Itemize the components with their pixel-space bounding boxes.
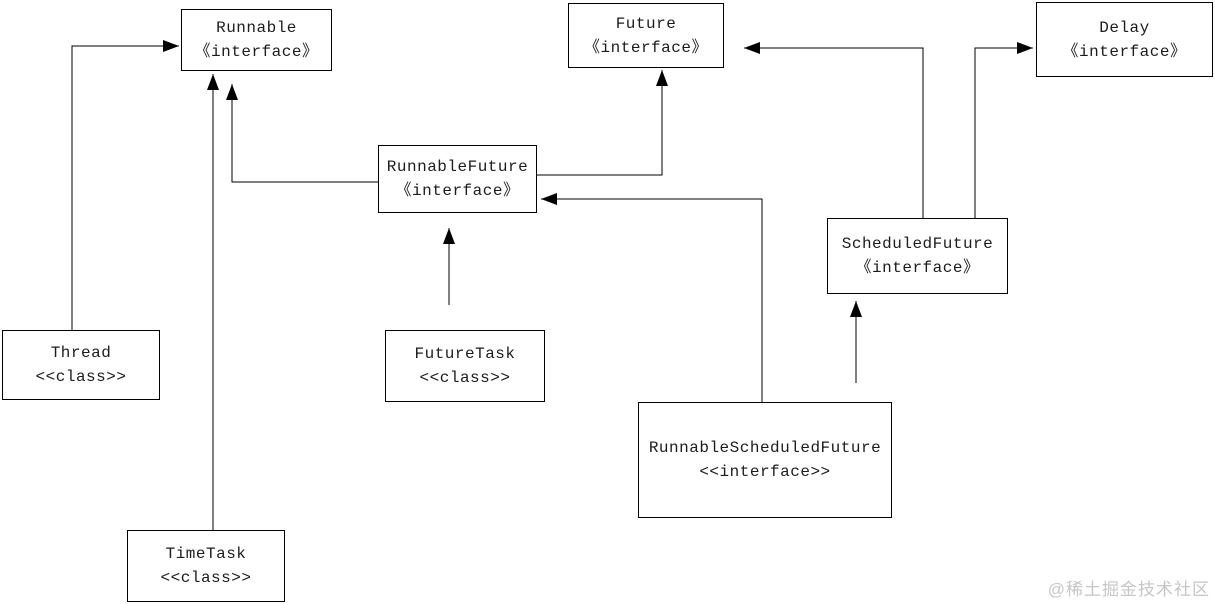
node-thread-stereotype: <<class>> [35,368,127,386]
node-runnable-scheduled-future-stereotype: <<interface>> [699,463,831,481]
node-runnable: Runnable 《interface》 [181,9,332,71]
node-runnable-name: Runnable [216,19,297,37]
node-time-task-name: TimeTask [165,545,247,563]
node-future: Future 《interface》 [568,3,724,68]
watermark: @稀土掘金技术社区 [1047,580,1210,599]
node-runnable-future-name: RunnableFuture [386,158,529,176]
node-future-task-stereotype: <<class>> [419,369,511,387]
node-runnable-scheduled-future: RunnableScheduledFuture <<interface>> [638,402,892,518]
edge-runnablefuture-to-future [536,70,668,176]
edge-scheduledfuture-to-future [744,42,924,218]
edge-scheduledfuture-to-delay [974,42,1033,218]
node-scheduled-future-stereotype: 《interface》 [855,259,980,277]
node-runnable-future: RunnableFuture 《interface》 [378,145,537,213]
node-future-name: Future [615,14,677,33]
node-time-task-stereotype: <<class>> [160,569,252,587]
edge-rsf-to-runnablefuture [541,193,763,402]
edge-thread-to-runnable [71,40,179,330]
node-runnable-stereotype: 《interface》 [194,43,319,61]
node-time-task: TimeTask <<class>> [127,530,285,602]
node-delay-stereotype: 《interface》 [1062,42,1187,61]
node-future-task: FutureTask <<class>> [385,330,545,402]
node-delay-name: Delay [1099,18,1150,37]
node-thread: Thread <<class>> [2,330,160,400]
node-scheduled-future-name: ScheduledFuture [841,235,994,253]
node-delay: Delay 《interface》 [1036,2,1213,77]
node-future-task-name: FutureTask [414,345,516,363]
node-thread-name: Thread [50,344,112,362]
edge-runnablefuture-to-runnable [226,84,378,183]
node-future-stereotype: 《interface》 [584,38,708,57]
node-runnable-future-stereotype: 《interface》 [395,182,520,200]
node-runnable-scheduled-future-name: RunnableScheduledFuture [648,439,882,457]
node-scheduled-future: ScheduledFuture 《interface》 [827,218,1008,294]
